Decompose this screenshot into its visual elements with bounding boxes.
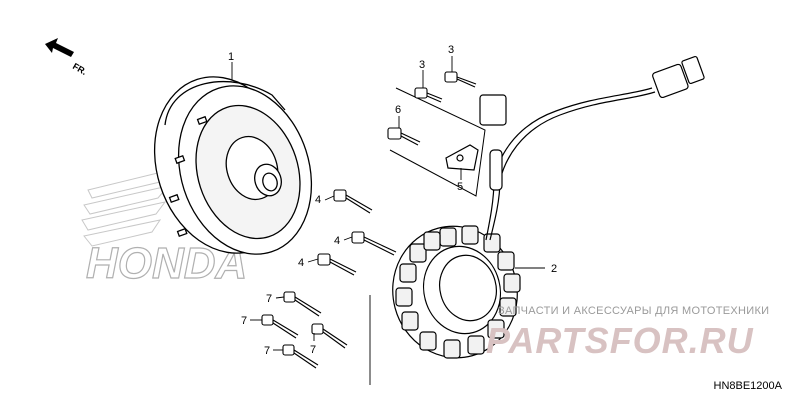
callout-2: 2 <box>551 263 557 275</box>
diagram-code: HN8BE1200A <box>713 380 783 392</box>
front-direction-arrow-icon <box>45 38 74 57</box>
honda-wing-logo <box>81 169 172 247</box>
callout-7b: 7 <box>241 315 247 327</box>
callout-1: 1 <box>228 51 234 63</box>
bolt-3a <box>444 71 477 88</box>
callout-3a: 3 <box>448 44 454 56</box>
wiring-harness <box>479 55 705 241</box>
bolt-4b <box>351 231 397 256</box>
watermark-shop-tagline: ЗАПЧАСТИ И АКСЕССУАРЫ ДЛЯ МОТОТЕХНИКИ <box>498 305 770 317</box>
bolt-6 <box>387 127 421 146</box>
callout-4a: 4 <box>315 194 321 206</box>
bolt-4a <box>333 189 373 214</box>
bracket-part <box>445 144 479 171</box>
callout-7a: 7 <box>266 293 272 305</box>
flywheel-part <box>153 76 313 255</box>
watermark-shop-brand: PARTSFOR.RU <box>486 320 754 361</box>
callout-4b: 4 <box>334 235 340 247</box>
bolt-3b <box>414 87 443 103</box>
bolt-7c <box>311 323 348 349</box>
bolt-7b <box>261 314 299 339</box>
bracket-reference-lines <box>389 87 486 197</box>
callout-3b: 3 <box>419 59 425 71</box>
callout-7c: 7 <box>310 344 316 356</box>
callout-5: 5 <box>457 181 463 193</box>
bolt-7a <box>283 291 322 317</box>
stator-part <box>392 225 521 359</box>
bolt-7d <box>282 344 319 369</box>
front-direction-label: FR. <box>71 61 89 77</box>
callout-6: 6 <box>395 104 401 116</box>
leader-lines <box>231 56 545 385</box>
callout-4c: 4 <box>298 257 304 269</box>
callout-7d: 7 <box>264 345 270 357</box>
bolt-4c <box>317 253 357 276</box>
